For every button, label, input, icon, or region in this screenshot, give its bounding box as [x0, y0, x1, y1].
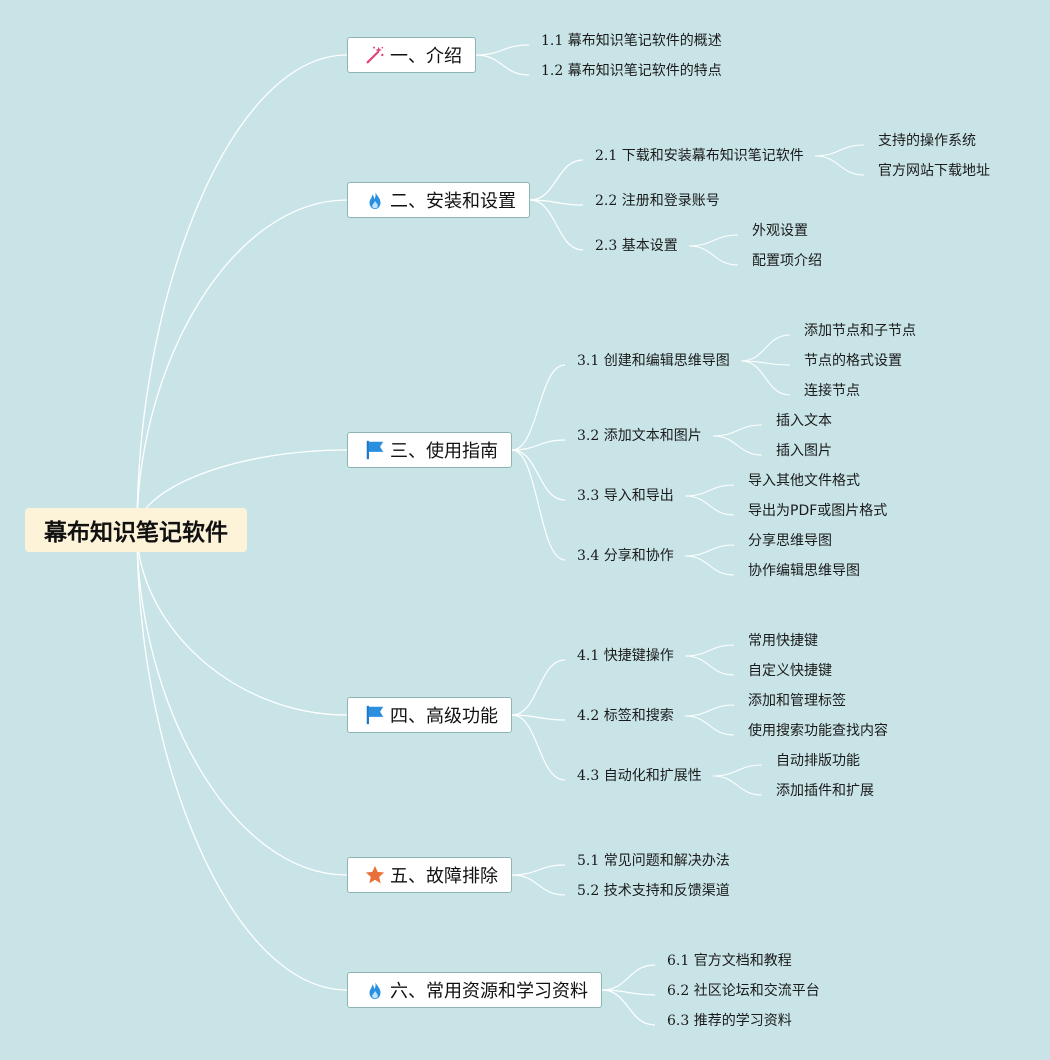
topic-connector	[529, 159, 584, 201]
topic-connector	[511, 449, 566, 501]
topic-connector	[511, 659, 566, 716]
subtopic-connector	[684, 544, 735, 557]
subtopic-node[interactable]: 1.1 幕布知识笔记软件的概述	[541, 33, 722, 49]
subtopic-connector	[684, 495, 735, 516]
subtopic-node[interactable]: 6.2 社区论坛和交流平台	[667, 983, 820, 999]
flag-icon	[364, 439, 386, 461]
leaf-node[interactable]: 自动排版功能	[776, 753, 860, 769]
topic-connector	[475, 54, 530, 76]
leaf-node[interactable]: 支持的操作系统	[878, 133, 976, 149]
leaf-node[interactable]: 添加和管理标签	[748, 693, 846, 709]
topic-connector	[511, 714, 566, 721]
leaf-node[interactable]: 官方网站下载地址	[878, 163, 990, 179]
subtopic-connector	[814, 144, 865, 157]
root-connector	[136, 529, 348, 716]
topic-node[interactable]: 二、安装和设置	[347, 182, 530, 218]
leaf-node[interactable]: 配置项介绍	[752, 253, 822, 269]
root-connector	[136, 199, 348, 531]
subtopic-node[interactable]: 3.3 导入和导出	[577, 488, 674, 504]
leaf-node[interactable]: 插入图片	[776, 443, 832, 459]
subtopic-connector	[712, 775, 763, 796]
leaf-node[interactable]: 外观设置	[752, 223, 808, 239]
leaf-node[interactable]: 连接节点	[804, 383, 860, 399]
topic-connector	[511, 714, 566, 781]
subtopic-connector	[688, 245, 739, 266]
topic-label: 四、高级功能	[390, 706, 498, 727]
topic-node[interactable]: 四、高级功能	[347, 697, 512, 733]
leaf-node[interactable]: 插入文本	[776, 413, 832, 429]
subtopic-connector	[740, 360, 791, 366]
subtopic-connector	[740, 360, 791, 396]
topic-label: 二、安装和设置	[390, 191, 516, 212]
subtopic-connector	[712, 764, 763, 777]
subtopic-node[interactable]: 3.1 创建和编辑思维导图	[577, 353, 730, 369]
subtopic-node[interactable]: 2.3 基本设置	[595, 238, 678, 254]
topic-connector	[601, 964, 656, 991]
topic-label: 三、使用指南	[390, 441, 498, 462]
topic-connector	[511, 449, 566, 561]
subtopic-node[interactable]: 4.2 标签和搜索	[577, 708, 674, 724]
topic-connector	[475, 44, 530, 56]
root-connector	[136, 529, 348, 876]
leaf-node[interactable]: 导出为PDF或图片格式	[748, 503, 888, 519]
subtopic-connector	[684, 644, 735, 657]
subtopic-node[interactable]: 3.4 分享和协作	[577, 548, 674, 564]
root-connector	[136, 529, 348, 991]
subtopic-connector	[688, 234, 739, 247]
topic-label: 六、常用资源和学习资料	[390, 981, 588, 1002]
subtopic-connector	[712, 424, 763, 437]
subtopic-connector	[712, 435, 763, 456]
leaf-node[interactable]: 节点的格式设置	[804, 353, 902, 369]
flame-icon	[364, 189, 386, 211]
magic-wand-icon	[364, 44, 386, 66]
topic-connector	[511, 439, 566, 451]
topic-connector	[511, 864, 566, 876]
subtopic-connector	[814, 155, 865, 176]
leaf-node[interactable]: 导入其他文件格式	[748, 473, 860, 489]
topic-label: 一、介绍	[390, 46, 462, 67]
leaf-node[interactable]: 协作编辑思维导图	[748, 563, 860, 579]
topic-node[interactable]: 一、介绍	[347, 37, 476, 73]
subtopic-node[interactable]: 1.2 幕布知识笔记软件的特点	[541, 63, 722, 79]
subtopic-node[interactable]: 5.1 常见问题和解决办法	[577, 853, 730, 869]
subtopic-node[interactable]: 4.1 快捷键操作	[577, 648, 674, 664]
topic-node[interactable]: 六、常用资源和学习资料	[347, 972, 602, 1008]
subtopic-node[interactable]: 3.2 添加文本和图片	[577, 428, 702, 444]
subtopic-node[interactable]: 4.3 自动化和扩展性	[577, 768, 702, 784]
topic-label: 五、故障排除	[390, 866, 498, 887]
star-icon	[364, 864, 386, 886]
subtopic-node[interactable]: 6.1 官方文档和教程	[667, 953, 792, 969]
root-node[interactable]: 幕布知识笔记软件	[25, 508, 247, 552]
topic-node[interactable]: 五、故障排除	[347, 857, 512, 893]
subtopic-node[interactable]: 6.3 推荐的学习资料	[667, 1013, 792, 1029]
leaf-node[interactable]: 使用搜索功能查找内容	[748, 723, 888, 739]
leaf-node[interactable]: 添加节点和子节点	[804, 323, 916, 339]
flame-icon	[364, 979, 386, 1001]
flag-icon	[364, 704, 386, 726]
subtopic-connector	[684, 704, 735, 717]
topic-node[interactable]: 三、使用指南	[347, 432, 512, 468]
subtopic-connector	[684, 655, 735, 676]
subtopic-connector	[684, 555, 735, 576]
topic-connector	[529, 199, 584, 206]
topic-connector	[511, 874, 566, 896]
topic-connector	[601, 989, 656, 1026]
topic-connector	[511, 364, 566, 451]
root-connector	[136, 54, 348, 531]
subtopic-node[interactable]: 2.1 下载和安装幕布知识笔记软件	[595, 148, 804, 164]
subtopic-node[interactable]: 5.2 技术支持和反馈渠道	[577, 883, 730, 899]
subtopic-node[interactable]: 2.2 注册和登录账号	[595, 193, 720, 209]
leaf-node[interactable]: 分享思维导图	[748, 533, 832, 549]
subtopic-connector	[740, 334, 791, 362]
leaf-node[interactable]: 添加插件和扩展	[776, 783, 874, 799]
leaf-node[interactable]: 自定义快捷键	[748, 663, 832, 679]
topic-connector	[529, 199, 584, 251]
subtopic-connector	[684, 484, 735, 497]
subtopic-connector	[684, 715, 735, 736]
leaf-node[interactable]: 常用快捷键	[748, 633, 818, 649]
